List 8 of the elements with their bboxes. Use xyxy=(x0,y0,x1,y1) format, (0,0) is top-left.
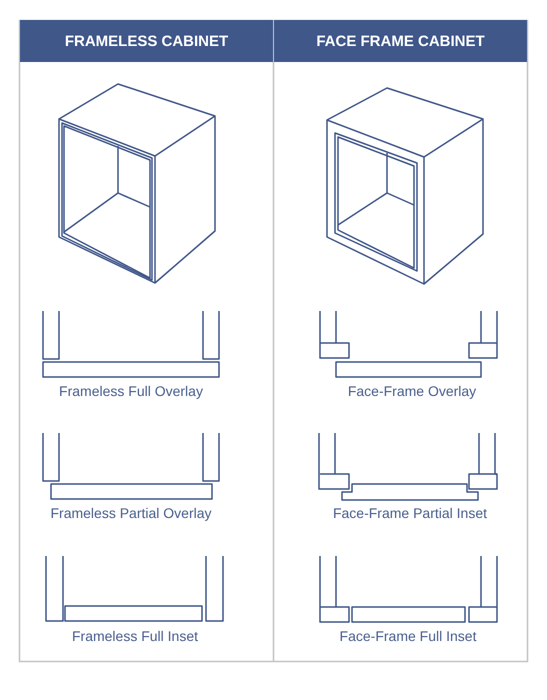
caption: Face-Frame Overlay xyxy=(348,383,476,399)
caption: Frameless Full Overlay xyxy=(59,383,203,399)
caption: Face-Frame Partial Inset xyxy=(332,505,488,521)
column-header: FRAMELESS CABINET xyxy=(20,20,273,62)
caption: Frameless Partial Overlay xyxy=(50,505,212,521)
caption: Frameless Full Inset xyxy=(72,628,198,644)
column-header: FACE FRAME CABINET xyxy=(274,20,527,62)
caption: Face-Frame Full Inset xyxy=(340,628,476,644)
